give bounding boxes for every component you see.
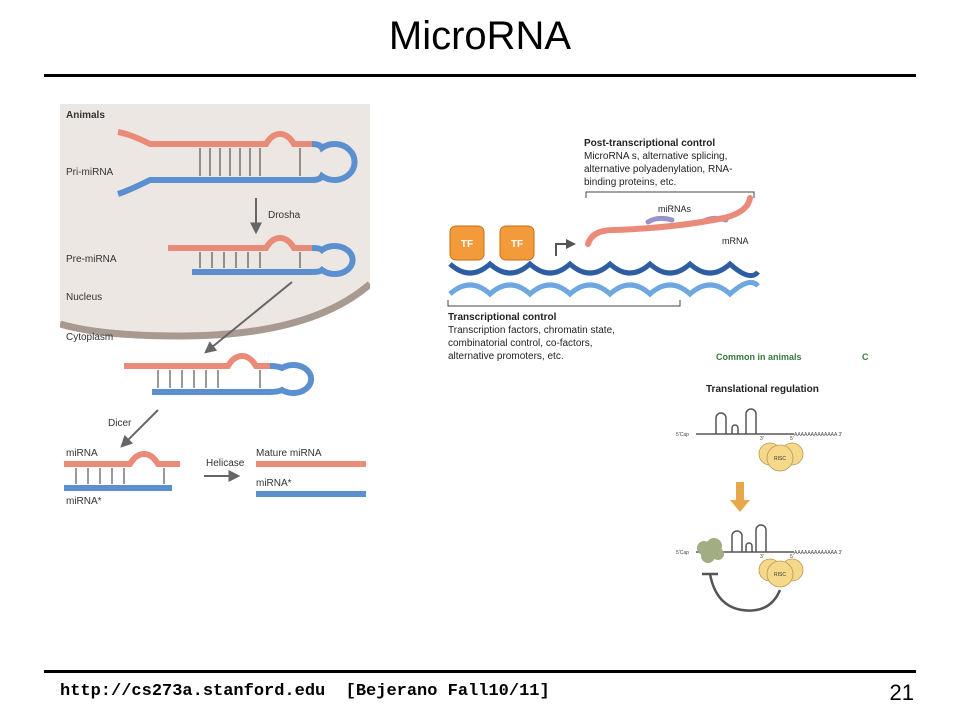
nucleus-region — [60, 104, 370, 336]
cap-label-lower: 5'Cap — [676, 550, 689, 556]
five-prime-lower: 5' — [790, 554, 794, 560]
transcription-start-arrow — [555, 239, 576, 256]
risc-complex-upper: RISC — [758, 442, 804, 472]
drosha-label: Drosha — [268, 210, 301, 221]
animals-label: Animals — [66, 110, 105, 121]
translational-regulation-heading: Translational regulation — [706, 384, 819, 395]
tf-box-1: TF — [449, 225, 485, 261]
post-transcriptional-line3: binding proteins, etc. — [584, 177, 676, 188]
mirnas-label: miRNAs — [658, 204, 691, 214]
mature-mirna-label: Mature miRNA — [256, 448, 322, 459]
mrna-upper: 5'Cap AAAAAAAAAAAAA 3' 3' 5' — [676, 408, 842, 442]
panel-c-label: C — [862, 352, 869, 362]
mrna-strand — [585, 195, 753, 247]
five-prime-upper: 5' — [790, 436, 794, 442]
mirna-biogenesis-diagram: Animals Pri-miRNA Drosha Pre-miRNA Nucle… — [60, 104, 370, 516]
mrna-lower: 5'Cap AAAAAAAAAAAAA 3' 3' 5' — [676, 524, 842, 560]
transcriptional-title: Transcriptional control — [448, 312, 557, 323]
post-transcriptional-title: Post-transcriptional control — [584, 138, 715, 149]
nuclear-membrane — [60, 281, 370, 340]
slide-number: 21 — [889, 680, 914, 705]
three-prime-upper: 3' — [760, 436, 764, 442]
tf-box-2: TF — [499, 225, 535, 261]
mirna-fragment-1 — [645, 215, 675, 225]
post-transcriptional-line1: MicroRNA s, alternative splicing, — [584, 151, 727, 162]
risc-label-lower: RISC — [774, 572, 786, 578]
top-divider — [44, 74, 916, 77]
polya-label-lower: AAAAAAAAAAAAA 3' — [794, 550, 842, 556]
gene-regulation-diagram: Post-transcriptional control MicroRNA s,… — [447, 138, 760, 362]
inhibition-arc — [708, 573, 782, 612]
translational-regulation-diagram: Common in animals C Translational regula… — [676, 352, 869, 612]
transcriptional-line3: alternative promoters, etc. — [448, 351, 564, 362]
dna-double-helix — [448, 260, 760, 298]
pre-mirna-label: Pre-miRNA — [66, 254, 117, 265]
bottom-divider — [44, 670, 916, 673]
footer-course-url: http://cs273a.stanford.edu [Bejerano Fal… — [60, 682, 550, 701]
polya-label-upper: AAAAAAAAAAAAA 3' — [794, 432, 842, 438]
dicer-label: Dicer — [108, 418, 132, 429]
nucleus-label: Nucleus — [66, 292, 102, 303]
risc-complex-lower: RISC — [758, 558, 804, 588]
common-in-animals-label: Common in animals — [716, 352, 802, 362]
transcriptional-line1: Transcription factors, chromatin state, — [448, 325, 615, 336]
post-transcriptional-line2: alternative polyadenylation, RNA- — [584, 164, 732, 175]
pre-mirna-hairpin — [168, 234, 356, 277]
three-prime-lower: 3' — [760, 554, 764, 560]
mature-mirna-star-label: miRNA* — [256, 478, 292, 489]
tf-label-1: TF — [461, 239, 473, 250]
mirna-star-label: miRNA* — [66, 496, 102, 507]
cytoplasm-label: Cytoplasm — [66, 332, 113, 343]
transition-arrow — [730, 482, 750, 512]
mirna-label: miRNA — [66, 448, 98, 459]
transcriptional-line2: combinatorial control, co-factors, — [448, 338, 593, 349]
helicase-label: Helicase — [206, 458, 245, 469]
risc-label-upper: RISC — [774, 456, 786, 462]
pri-mirna-hairpin — [117, 129, 358, 197]
slide-title: MicroRNA — [388, 14, 572, 58]
pri-mirna-label: Pri-miRNA — [66, 167, 114, 178]
mirna-duplex — [64, 450, 180, 491]
cap-binding-complex — [697, 538, 724, 563]
cap-label-upper: 5'Cap — [676, 432, 689, 438]
tf-label-2: TF — [511, 239, 523, 250]
mrna-label: mRNA — [722, 236, 749, 246]
cytoplasm-pre-mirna — [124, 352, 315, 396]
